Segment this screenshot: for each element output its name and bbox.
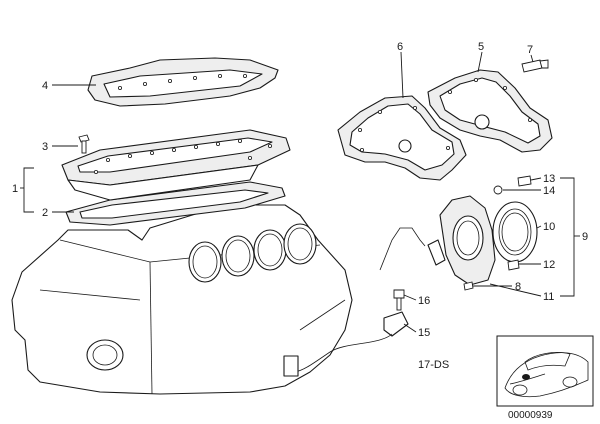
washer-14 — [493, 185, 503, 195]
sensor-body-15 — [383, 311, 409, 337]
callout-13: 13 — [543, 173, 555, 185]
seal-carrier-housing — [379, 195, 496, 286]
callout-11: 11 — [543, 291, 554, 303]
callout-1: 1 — [12, 183, 18, 195]
oil-pan — [61, 129, 291, 201]
callout-15: 15 — [418, 327, 430, 339]
sensor-connector — [283, 355, 299, 377]
engine-block — [11, 204, 353, 395]
drawing-number: 00000939 — [508, 410, 553, 421]
engine-location-marker — [522, 374, 530, 380]
car-silhouette-icon — [504, 352, 589, 398]
callout-7: 7 — [527, 44, 533, 56]
radial-shaft-seal — [492, 201, 538, 263]
callout-8: 8 — [515, 281, 521, 293]
callout-2: 2 — [42, 207, 48, 219]
callout-16: 16 — [418, 295, 430, 307]
callout-labels: 4 3 1 2 6 5 7 13 14 10 9 12 8 11 16 15 1… — [12, 41, 588, 371]
valley-cover-gasket — [87, 57, 279, 107]
callout-5: 5 — [478, 41, 484, 53]
section-code: 17-DS — [418, 359, 449, 371]
callout-3: 3 — [42, 141, 48, 153]
pan-bolt — [78, 134, 90, 154]
timing-cover-gasket-right — [427, 69, 553, 153]
callout-14: 14 — [543, 185, 555, 197]
vehicle-locator-inset — [496, 335, 594, 407]
callout-6-top: 6 — [397, 41, 403, 53]
sensor-bolt-16 — [393, 289, 405, 299]
callout-10: 10 — [543, 221, 555, 233]
timing-cover-gasket-left — [337, 95, 467, 181]
callout-9: 9 — [582, 231, 588, 243]
callout-12: 12 — [543, 259, 555, 271]
knock-sensor — [283, 289, 409, 377]
callout-4: 4 — [42, 80, 48, 92]
cylinder-bores — [188, 223, 317, 283]
timing-cover-bolt — [521, 59, 549, 73]
crank-bore — [86, 339, 124, 371]
bolt-13 — [517, 175, 532, 187]
housing-bolts — [463, 175, 532, 291]
oil-pan-gasket — [65, 181, 286, 226]
leader-lines — [20, 51, 580, 333]
bolt-12 — [507, 259, 520, 271]
bolt-8 — [463, 281, 474, 291]
